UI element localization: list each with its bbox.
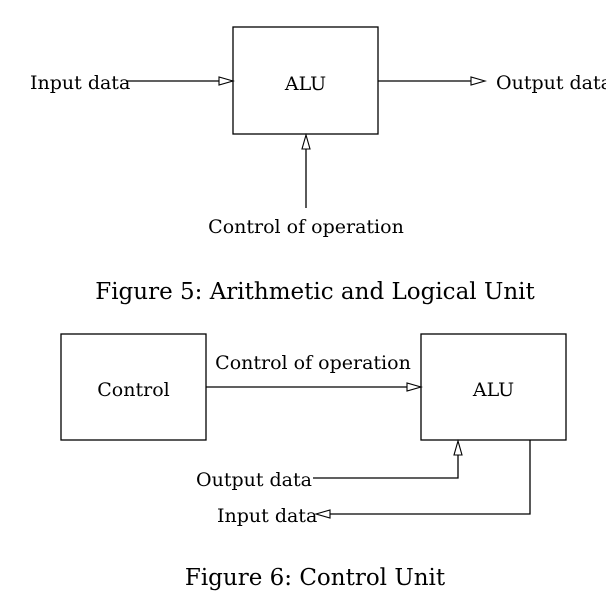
input-data-label-fig5: Input data bbox=[30, 72, 130, 94]
figure-5: ALU Input data Output data Control of op… bbox=[30, 26, 606, 305]
control-arrow-fig5 bbox=[301, 132, 311, 208]
alu-box-fig6 bbox=[420, 333, 567, 441]
figure-6: Control ALU Control of operation Output … bbox=[60, 333, 567, 591]
output-arrow-fig5 bbox=[378, 76, 488, 86]
figure-6-caption: Figure 6: Control Unit bbox=[185, 565, 446, 591]
input-data-label-fig6: Input data bbox=[217, 505, 317, 527]
output-data-arrow-fig6 bbox=[313, 438, 463, 479]
control-label-fig6: Control bbox=[97, 379, 169, 401]
alu-label-fig6: ALU bbox=[472, 379, 514, 401]
alu-box-fig5 bbox=[232, 26, 379, 135]
control-signal-arrow-fig6 bbox=[206, 382, 424, 392]
control-of-operation-label-fig5: Control of operation bbox=[208, 216, 404, 238]
input-arrow-fig5 bbox=[126, 76, 236, 86]
output-data-label-fig6: Output data bbox=[196, 469, 312, 491]
output-data-label-fig5: Output data bbox=[496, 72, 606, 94]
alu-label-fig5: ALU bbox=[284, 73, 326, 95]
control-box-fig6 bbox=[60, 333, 207, 441]
control-of-operation-label-fig6: Control of operation bbox=[215, 352, 411, 374]
figure-5-caption: Figure 5: Arithmetic and Logical Unit bbox=[95, 279, 535, 305]
input-data-arrow-fig6 bbox=[313, 440, 531, 519]
